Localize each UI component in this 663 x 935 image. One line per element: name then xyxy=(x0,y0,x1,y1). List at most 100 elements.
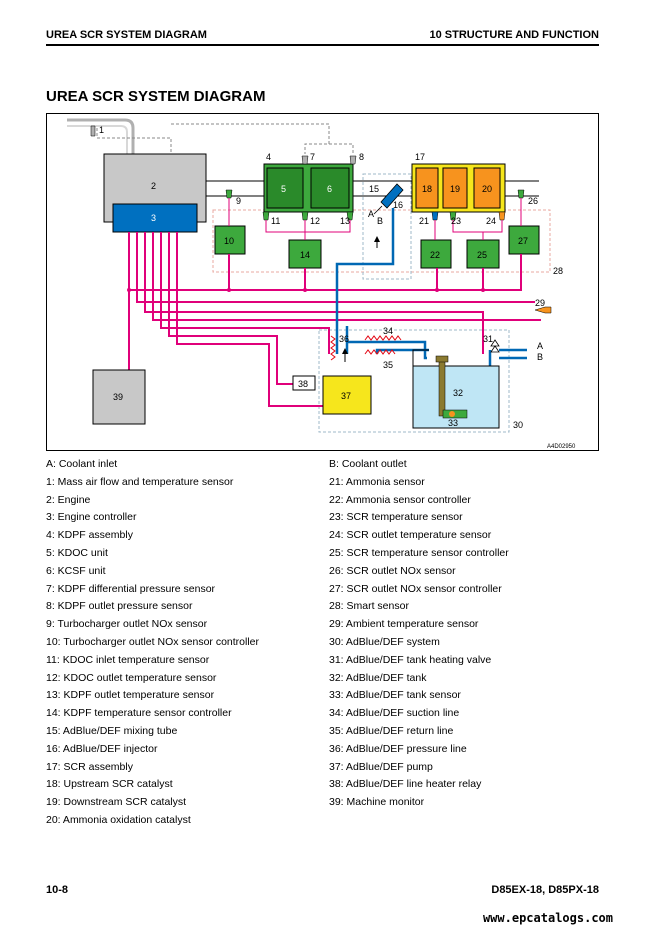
legend-item: 16: AdBlue/DEF injector xyxy=(46,742,158,755)
legend-item: 39: Machine monitor xyxy=(329,796,425,809)
sensor-wires xyxy=(228,198,522,240)
label-9: 9 xyxy=(236,196,241,206)
header-left: UREA SCR SYSTEM DIAGRAM xyxy=(46,29,207,41)
legend-item: 14: KDPF temperature sensor controller xyxy=(46,707,232,720)
smart-sensor-outline xyxy=(212,209,551,273)
legend-item: 17: SCR assembly xyxy=(46,760,133,773)
legend-item: 26: SCR outlet NOx sensor xyxy=(329,564,456,577)
kdoc-unit xyxy=(266,167,304,209)
label-14: 14 xyxy=(300,250,310,260)
legend-item: 19: Downstream SCR catalyst xyxy=(46,796,187,809)
legend-item: 5: KDOC unit xyxy=(46,546,108,559)
scr-nox-controller xyxy=(508,225,540,255)
header-right: 10 STRUCTURE AND FUNCTION xyxy=(429,29,600,41)
label-28: 28 xyxy=(553,266,563,276)
intake-duct-inner xyxy=(67,125,128,154)
label-19: 19 xyxy=(450,184,460,194)
heater-lines xyxy=(330,335,402,361)
tank-heating-valve xyxy=(490,339,500,353)
legend-item: 12: KDOC outlet temperature sensor xyxy=(46,671,217,684)
legend-item: 38: AdBlue/DEF line heater relay xyxy=(329,778,482,791)
tank-sensor-float xyxy=(449,411,455,417)
label-32: 32 xyxy=(453,388,463,398)
line-heater-relay xyxy=(292,375,316,391)
intake-duct xyxy=(67,118,135,154)
machine-monitor xyxy=(92,369,146,425)
adblue-pump xyxy=(322,375,372,415)
watermark: www.epcatalogs.com xyxy=(482,911,613,925)
legend-item: A: Coolant inlet xyxy=(46,458,118,470)
legend-item: 3: Engine controller xyxy=(46,511,137,524)
legend-item: 20: Ammonia oxidation catalyst xyxy=(46,813,191,826)
legend-item: 36: AdBlue/DEF pressure line xyxy=(329,742,467,755)
diagram-svg: 1 2 3 4 5 6 7 8 9 10 11 12 13 14 15 16 1… xyxy=(67,118,576,450)
label-4: 4 xyxy=(266,152,271,162)
label-3: 3 xyxy=(151,213,156,223)
label-27: 27 xyxy=(518,236,528,246)
label-31: 31 xyxy=(483,334,493,344)
tank-sensor-head xyxy=(435,355,449,363)
legend-item: 28: Smart sensor xyxy=(329,600,409,613)
legend-item: 7: KDPF differential pressure sensor xyxy=(46,582,216,595)
label-37: 37 xyxy=(341,391,351,401)
label-15: 15 xyxy=(369,184,379,194)
label-22: 22 xyxy=(430,250,440,260)
label-20: 20 xyxy=(482,184,492,194)
label-33: 33 xyxy=(448,418,458,428)
legend-item: 30: AdBlue/DEF system xyxy=(329,635,440,648)
injector-outline xyxy=(362,173,412,280)
label-39: 39 xyxy=(113,392,123,402)
label-b-injector: B xyxy=(377,216,383,226)
signal-dashed-2 xyxy=(171,123,330,154)
kcsf-unit xyxy=(310,167,350,209)
label-7: 7 xyxy=(310,152,315,162)
label-6: 6 xyxy=(327,184,332,194)
page-title: UREA SCR SYSTEM DIAGRAM xyxy=(46,88,266,105)
label-2: 2 xyxy=(151,181,156,191)
injector-spray xyxy=(373,205,383,215)
sensor-icons xyxy=(90,125,525,221)
label-18: 18 xyxy=(422,184,432,194)
harness-junctions xyxy=(127,288,485,292)
label-17: 17 xyxy=(415,152,425,162)
legend-item: 6: KCSF unit xyxy=(46,564,106,577)
legend-item: 18: Upstream SCR catalyst xyxy=(46,778,173,791)
flow-arrow-1 xyxy=(374,236,380,242)
label-35: 35 xyxy=(383,360,393,370)
legend-item: 2: Engine xyxy=(46,493,91,506)
legend-item: 10: Turbocharger outlet NOx sensor contr… xyxy=(46,635,260,648)
legend-item: 4: KDPF assembly xyxy=(46,529,133,542)
label-13: 13 xyxy=(340,216,350,226)
ammonia-oxidation-catalyst xyxy=(473,167,501,209)
label-21: 21 xyxy=(419,216,429,226)
signal-dashed-3 xyxy=(329,143,354,154)
label-38: 38 xyxy=(298,379,308,389)
label-23: 23 xyxy=(451,216,461,226)
legend-item: 27: SCR outlet NOx sensor controller xyxy=(329,582,502,595)
legend-item: 15: AdBlue/DEF mixing tube xyxy=(46,724,178,737)
tank-sensor-stem xyxy=(438,359,446,417)
engine-controller xyxy=(112,203,198,233)
legend-right: B: Coolant outlet 21: Ammonia sensor 22:… xyxy=(329,456,509,812)
adblue-injector xyxy=(380,183,404,209)
scr-temp-controller xyxy=(466,239,500,269)
label-36: 36 xyxy=(339,334,349,344)
label-8: 8 xyxy=(359,152,364,162)
label-5: 5 xyxy=(281,184,286,194)
label-b-tank: B xyxy=(537,352,543,362)
upstream-scr-catalyst xyxy=(415,167,439,209)
legend-item: 22: Ammonia sensor controller xyxy=(329,493,471,506)
legend-item: 32: AdBlue/DEF tank xyxy=(329,671,427,684)
turbo-nox-controller xyxy=(214,225,246,255)
kdpf-temp-controller xyxy=(288,239,322,269)
legend-item: 33: AdBlue/DEF tank sensor xyxy=(329,689,461,702)
legend-item: 23: SCR temperature sensor xyxy=(329,511,463,524)
label-10: 10 xyxy=(224,236,234,246)
component-labels: 1 2 3 4 5 6 7 8 9 10 11 12 13 14 15 16 1… xyxy=(99,125,576,450)
system-diagram: 1 2 3 4 5 6 7 8 9 10 11 12 13 14 15 16 1… xyxy=(46,113,599,451)
label-24: 24 xyxy=(486,216,496,226)
figure-id: A4D02950 xyxy=(547,444,576,450)
legend-item: 34: AdBlue/DEF suction line xyxy=(329,707,460,720)
harness xyxy=(128,232,541,407)
flow-arrow-2 xyxy=(342,348,348,354)
